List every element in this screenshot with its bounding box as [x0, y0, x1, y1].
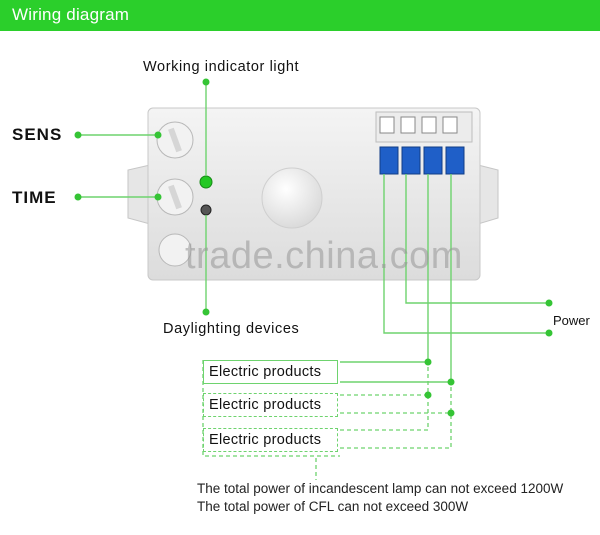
terminal-screws	[379, 116, 458, 134]
daylight-sensor	[200, 204, 212, 216]
time-label: TIME	[12, 188, 57, 207]
electric-product-box-3: Electric products	[203, 428, 338, 452]
electric-product-box-2: Electric products	[203, 393, 338, 417]
watermark: trade.china.com	[185, 235, 463, 277]
electric-product-box-1: Electric products	[203, 360, 338, 384]
mounting-tab-right	[477, 164, 499, 225]
power-label: Power	[553, 313, 590, 328]
note-incandescent: The total power of incandescent lamp can…	[197, 481, 564, 496]
sens-label: SENS	[12, 125, 63, 144]
connection-dots	[74, 78, 553, 417]
indicator-led	[199, 175, 213, 189]
pir-dome	[261, 167, 323, 229]
working-indicator-label: Working indicator light	[143, 59, 300, 75]
header-bar: Wiring diagram	[0, 0, 600, 31]
terminal-blocks-blue	[379, 146, 465, 175]
daylighting-label: Daylighting devices	[163, 321, 300, 337]
note-cfl: The total power of CFL can not exceed 30…	[197, 499, 469, 514]
mounting-tab-left	[127, 164, 151, 225]
third-knob	[158, 233, 192, 267]
page-title: Wiring diagram	[12, 5, 130, 24]
